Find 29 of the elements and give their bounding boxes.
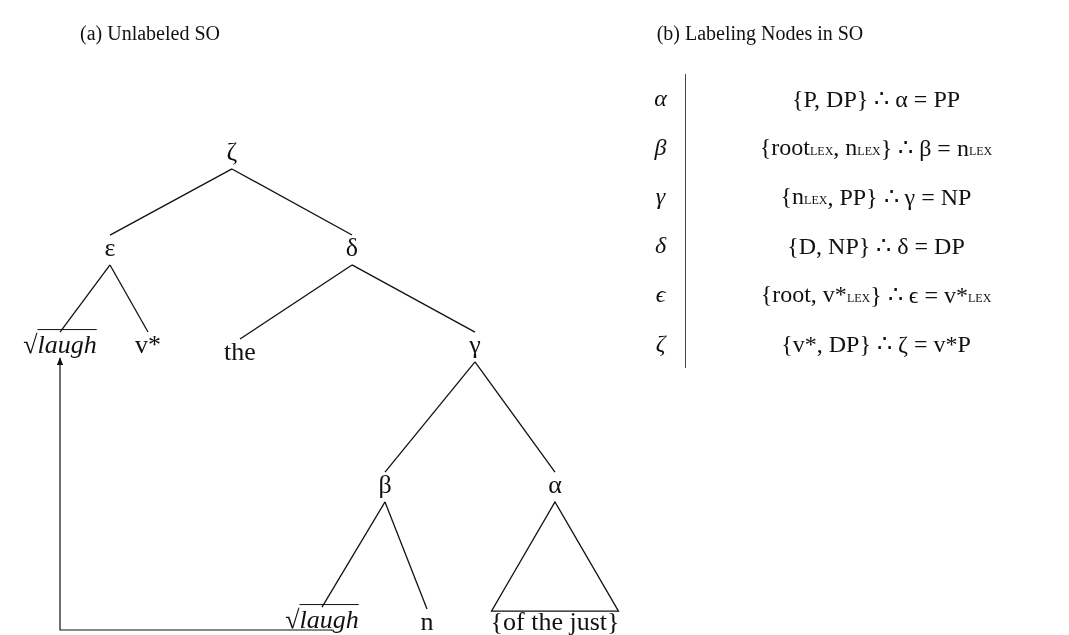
tree-branch	[109, 168, 233, 236]
tree-node-label: the	[223, 337, 257, 367]
tree-node-label: α	[547, 470, 563, 500]
tree-branch	[351, 264, 476, 333]
triangle-branch	[490, 500, 620, 612]
tree-branch	[384, 361, 476, 473]
tree-node-label: {of the just}	[489, 607, 621, 635]
label-formula: {P, DP} ∴ α = PP	[790, 84, 962, 114]
tree-branch	[321, 501, 386, 608]
tree-node-label: β	[377, 470, 393, 500]
tree-node-label: γ	[468, 330, 482, 360]
tree-node-label: δ	[344, 233, 360, 263]
tree-node-label: n	[419, 607, 435, 635]
panel-heading: (b) Labeling Nodes in SO	[656, 22, 864, 45]
label-formula: {D, NP} ∴ δ = DP	[786, 231, 966, 261]
tree-branch	[109, 264, 149, 333]
panel-heading: (a) Unlabeled SO	[80, 22, 220, 45]
tree-node-label: v*	[134, 330, 162, 360]
movement-arrow	[56, 357, 333, 632]
tree-branch	[231, 168, 353, 236]
tree-node-label: ε	[103, 233, 117, 263]
tree-branch	[384, 501, 428, 610]
tree-branch	[59, 264, 111, 333]
tree-node-label: ζ	[225, 137, 239, 167]
label-formula: {v*, DP} ∴ ζ = v*P	[780, 329, 972, 359]
tree-branch	[239, 264, 353, 340]
tree-node-label: √laugh	[284, 605, 360, 635]
tree-node-label: √laugh	[22, 330, 98, 360]
tree-branch	[474, 361, 556, 473]
